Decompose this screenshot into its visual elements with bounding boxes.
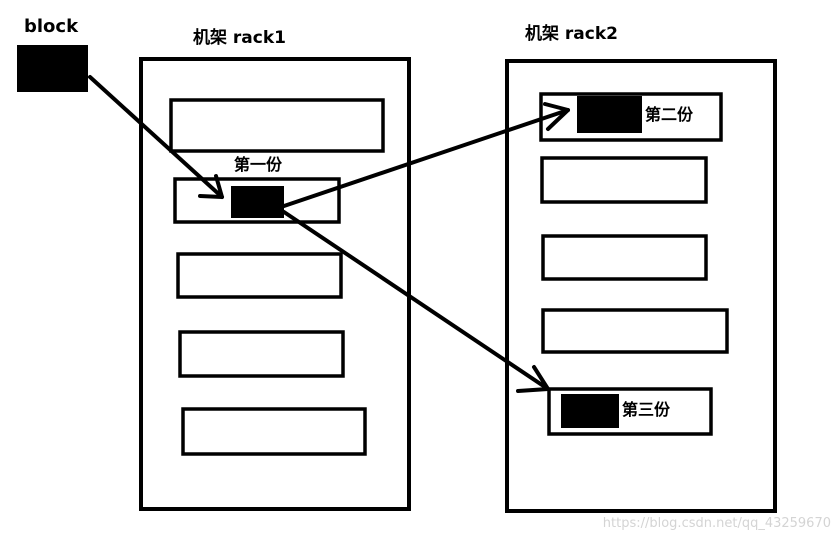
replica-block-3 <box>561 394 619 428</box>
rack1-title: 机架 rack1 <box>193 27 286 48</box>
block-label: block <box>24 16 79 37</box>
rack2-slot-4 <box>541 308 729 354</box>
replica-label-1: 第一份 <box>234 155 283 174</box>
rack2-slot-3 <box>541 234 708 281</box>
arrow-rack1-to-rack2-slot1 <box>282 102 570 208</box>
replica-block-2 <box>577 96 642 133</box>
arrow-block-to-rack1 <box>88 75 224 199</box>
watermark: https://blog.csdn.net/qq_43259670 <box>603 516 831 531</box>
rack1-slot-3 <box>176 252 343 299</box>
replica-label-3: 第三份 <box>622 400 671 419</box>
source-block <box>17 45 88 92</box>
replica-label-2: 第二份 <box>645 105 694 124</box>
replica-block-1 <box>231 186 284 218</box>
arrow-rack1-to-rack2-slot5 <box>282 210 550 393</box>
rack1-slot-5 <box>181 407 367 456</box>
rack2-title: 机架 rack2 <box>525 23 618 44</box>
rack1-slot-4 <box>178 330 345 378</box>
rack1-slot-1 <box>169 98 385 153</box>
rack2-slot-2 <box>540 156 708 204</box>
